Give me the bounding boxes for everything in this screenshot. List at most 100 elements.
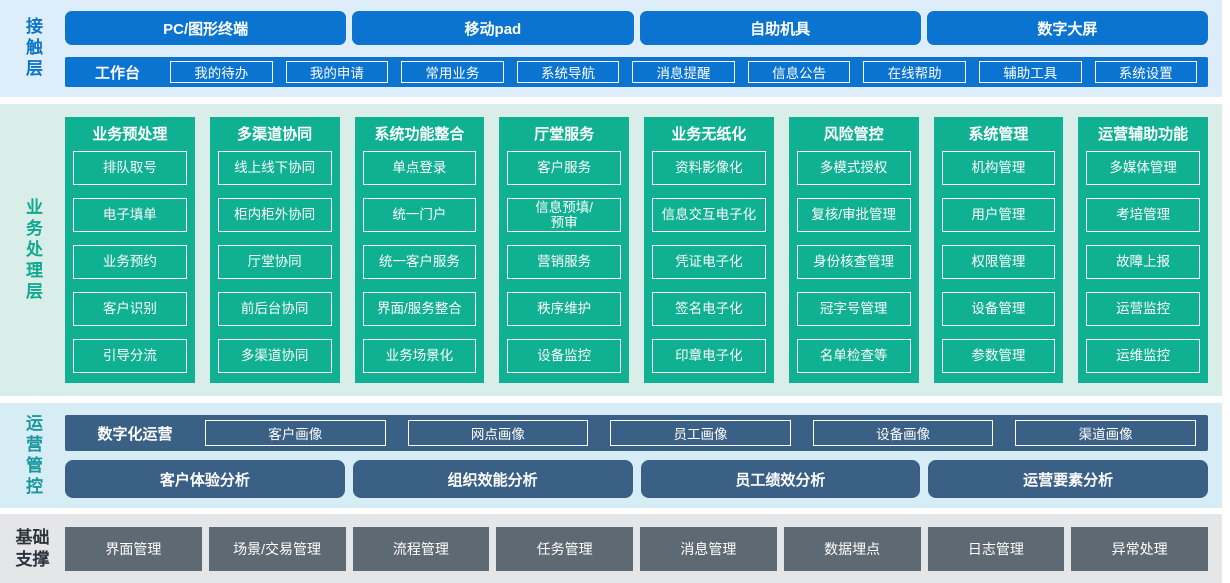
analysis-button[interactable]: 运营要素分析 bbox=[928, 460, 1208, 498]
column-item[interactable]: 界面/服务整合 bbox=[362, 292, 477, 326]
column-title: 系统功能整合 bbox=[374, 126, 465, 143]
device-button[interactable]: 移动pad bbox=[352, 11, 634, 45]
workbench-item[interactable]: 信息公告 bbox=[747, 61, 851, 83]
column-item[interactable]: 厅堂协同 bbox=[217, 245, 332, 279]
column-item[interactable]: 信息交互电子化 bbox=[652, 198, 766, 232]
column-item[interactable]: 营销服务 bbox=[507, 245, 621, 279]
column-items: 单点登录统一门户统一客户服务界面/服务整合业务场景化 bbox=[362, 151, 477, 373]
column-title: 多渠道协同 bbox=[237, 126, 313, 143]
column-item[interactable]: 统一客户服务 bbox=[362, 245, 477, 279]
column-item[interactable]: 业务场景化 bbox=[362, 339, 477, 373]
device-button[interactable]: PC/图形终端 bbox=[65, 11, 347, 45]
business-column: 系统功能整合 单点登录统一门户统一客户服务界面/服务整合业务场景化 bbox=[354, 117, 485, 383]
analysis-button[interactable]: 组织效能分析 bbox=[352, 460, 633, 498]
device-button[interactable]: 数字大屏 bbox=[926, 11, 1208, 45]
column-items: 线上线下协同柜内柜外协同厅堂协同前后台协同多渠道协同 bbox=[217, 151, 332, 373]
column-items: 排队取号电子填单业务预约客户识别引导分流 bbox=[73, 151, 187, 373]
column-item[interactable]: 凭证电子化 bbox=[652, 245, 766, 279]
analysis-row: 客户体验分析组织效能分析员工绩效分析运营要素分析 bbox=[65, 460, 1208, 498]
column-item[interactable]: 多渠道协同 bbox=[217, 339, 332, 373]
column-item[interactable]: 用户管理 bbox=[941, 198, 1056, 232]
workbench-item[interactable]: 消息提醒 bbox=[632, 61, 735, 83]
base-layer-label: 基础支撑 bbox=[15, 528, 50, 569]
column-item[interactable]: 秩序维护 bbox=[507, 292, 621, 326]
column-item[interactable]: 客户识别 bbox=[73, 292, 187, 326]
business-layer-label: 业务处理层 bbox=[23, 197, 42, 303]
column-item[interactable]: 身份核查管理 bbox=[796, 245, 911, 279]
column-item[interactable]: 设备管理 bbox=[941, 292, 1056, 326]
base-item[interactable]: 日志管理 bbox=[927, 526, 1065, 571]
column-item[interactable]: 参数管理 bbox=[941, 339, 1056, 373]
analysis-button[interactable]: 员工绩效分析 bbox=[640, 460, 921, 498]
column-item[interactable]: 运维监控 bbox=[1086, 339, 1200, 373]
column-item[interactable]: 排队取号 bbox=[73, 151, 187, 185]
column-item[interactable]: 单点登录 bbox=[362, 151, 477, 185]
column-item[interactable]: 信息预填/ 预审 bbox=[507, 198, 621, 232]
business-column: 系统管理 机构管理用户管理权限管理设备管理参数管理 bbox=[933, 117, 1064, 383]
workbench-item[interactable]: 系统导航 bbox=[516, 61, 620, 83]
workbench-item[interactable]: 常用业务 bbox=[401, 61, 504, 83]
column-item[interactable]: 客户服务 bbox=[507, 151, 621, 185]
section-base-layer: 基础支撑 界面管理场景/交易管理流程管理任务管理消息管理数据埋点日志管理异常处理 bbox=[0, 514, 1222, 583]
column-title: 风险管控 bbox=[823, 126, 884, 143]
analysis-button[interactable]: 客户体验分析 bbox=[65, 460, 345, 498]
column-items: 资料影像化信息交互电子化凭证电子化签名电子化印章电子化 bbox=[652, 151, 766, 373]
column-item[interactable]: 业务预约 bbox=[73, 245, 187, 279]
business-layer-content: 业务预处理 排队取号电子填单业务预约客户识别引导分流 多渠道协同 线上线下协同柜… bbox=[65, 104, 1222, 396]
column-item[interactable]: 电子填单 bbox=[73, 198, 187, 232]
column-item[interactable]: 签名电子化 bbox=[652, 292, 766, 326]
workbench-item[interactable]: 我的待办 bbox=[170, 61, 273, 83]
column-item[interactable]: 权限管理 bbox=[941, 245, 1056, 279]
column-item[interactable]: 多模式授权 bbox=[796, 151, 911, 185]
column-item[interactable]: 前后台协同 bbox=[217, 292, 332, 326]
column-item[interactable]: 资料影像化 bbox=[652, 151, 766, 185]
base-item[interactable]: 场景/交易管理 bbox=[208, 526, 346, 571]
digital-ops-label: 数字化运营 bbox=[97, 425, 173, 443]
base-item[interactable]: 界面管理 bbox=[65, 526, 202, 571]
device-button[interactable]: 自助机具 bbox=[639, 11, 921, 45]
column-item[interactable]: 考培管理 bbox=[1086, 198, 1200, 232]
column-item[interactable]: 多媒体管理 bbox=[1086, 151, 1200, 185]
workbench-item[interactable]: 在线帮助 bbox=[863, 61, 966, 83]
workbench-item[interactable]: 辅助工具 bbox=[978, 61, 1082, 83]
workbench-label: 工作台 bbox=[94, 64, 140, 82]
base-item[interactable]: 数据埋点 bbox=[783, 526, 921, 571]
column-item[interactable]: 复核/审批管理 bbox=[796, 198, 911, 232]
portrait-item[interactable]: 客户画像 bbox=[205, 420, 386, 446]
base-item[interactable]: 流程管理 bbox=[352, 526, 490, 571]
column-item[interactable]: 印章电子化 bbox=[652, 339, 766, 373]
column-item[interactable]: 柜内柜外协同 bbox=[217, 198, 332, 232]
column-item[interactable]: 线上线下协同 bbox=[217, 151, 332, 185]
portrait-item[interactable]: 设备画像 bbox=[812, 420, 994, 446]
column-item[interactable]: 引导分流 bbox=[73, 339, 187, 373]
column-item[interactable]: 统一门户 bbox=[362, 198, 477, 232]
column-item[interactable]: 故障上报 bbox=[1086, 245, 1200, 279]
base-item[interactable]: 消息管理 bbox=[640, 526, 777, 571]
column-title: 业务预处理 bbox=[92, 126, 168, 143]
business-column: 业务预处理 排队取号电子填单业务预约客户识别引导分流 bbox=[65, 117, 195, 383]
column-item[interactable]: 冠字号管理 bbox=[796, 292, 911, 326]
portrait-item[interactable]: 员工画像 bbox=[610, 420, 791, 446]
workbench-item[interactable]: 系统设置 bbox=[1094, 61, 1198, 83]
column-title: 运营辅助功能 bbox=[1098, 126, 1189, 143]
section-ops-layer: 运营管控 数字化运营 客户画像网点画像员工画像设备画像渠道画像 客户体验分析组织… bbox=[0, 403, 1222, 508]
ops-layer-label-zone: 运营管控 bbox=[0, 403, 65, 508]
portrait-item[interactable]: 渠道画像 bbox=[1015, 420, 1196, 446]
business-column: 运营辅助功能 多媒体管理考培管理故障上报运营监控运维监控 bbox=[1078, 117, 1208, 383]
column-item[interactable]: 机构管理 bbox=[941, 151, 1056, 185]
base-layer-content: 界面管理场景/交易管理流程管理任务管理消息管理数据埋点日志管理异常处理 bbox=[65, 514, 1222, 583]
business-columns: 业务预处理 排队取号电子填单业务预约客户识别引导分流 多渠道协同 线上线下协同柜… bbox=[65, 117, 1208, 383]
workbench-items: 我的待办我的申请常用业务系统导航消息提醒信息公告在线帮助辅助工具系统设置 bbox=[170, 61, 1208, 83]
business-column: 业务无纸化 资料影像化信息交互电子化凭证电子化签名电子化印章电子化 bbox=[644, 117, 774, 383]
base-item[interactable]: 任务管理 bbox=[496, 526, 633, 571]
column-item[interactable]: 设备监控 bbox=[507, 339, 621, 373]
column-item[interactable]: 运营监控 bbox=[1086, 292, 1200, 326]
base-item[interactable]: 异常处理 bbox=[1071, 526, 1208, 571]
section-business-layer: 业务处理层 业务预处理 排队取号电子填单业务预约客户识别引导分流 多渠道协同 线… bbox=[0, 104, 1222, 396]
portrait-item[interactable]: 网点画像 bbox=[407, 420, 589, 446]
workbench-item[interactable]: 我的申请 bbox=[285, 61, 389, 83]
column-title: 业务无纸化 bbox=[671, 126, 747, 143]
column-item[interactable]: 名单检查等 bbox=[796, 339, 911, 373]
